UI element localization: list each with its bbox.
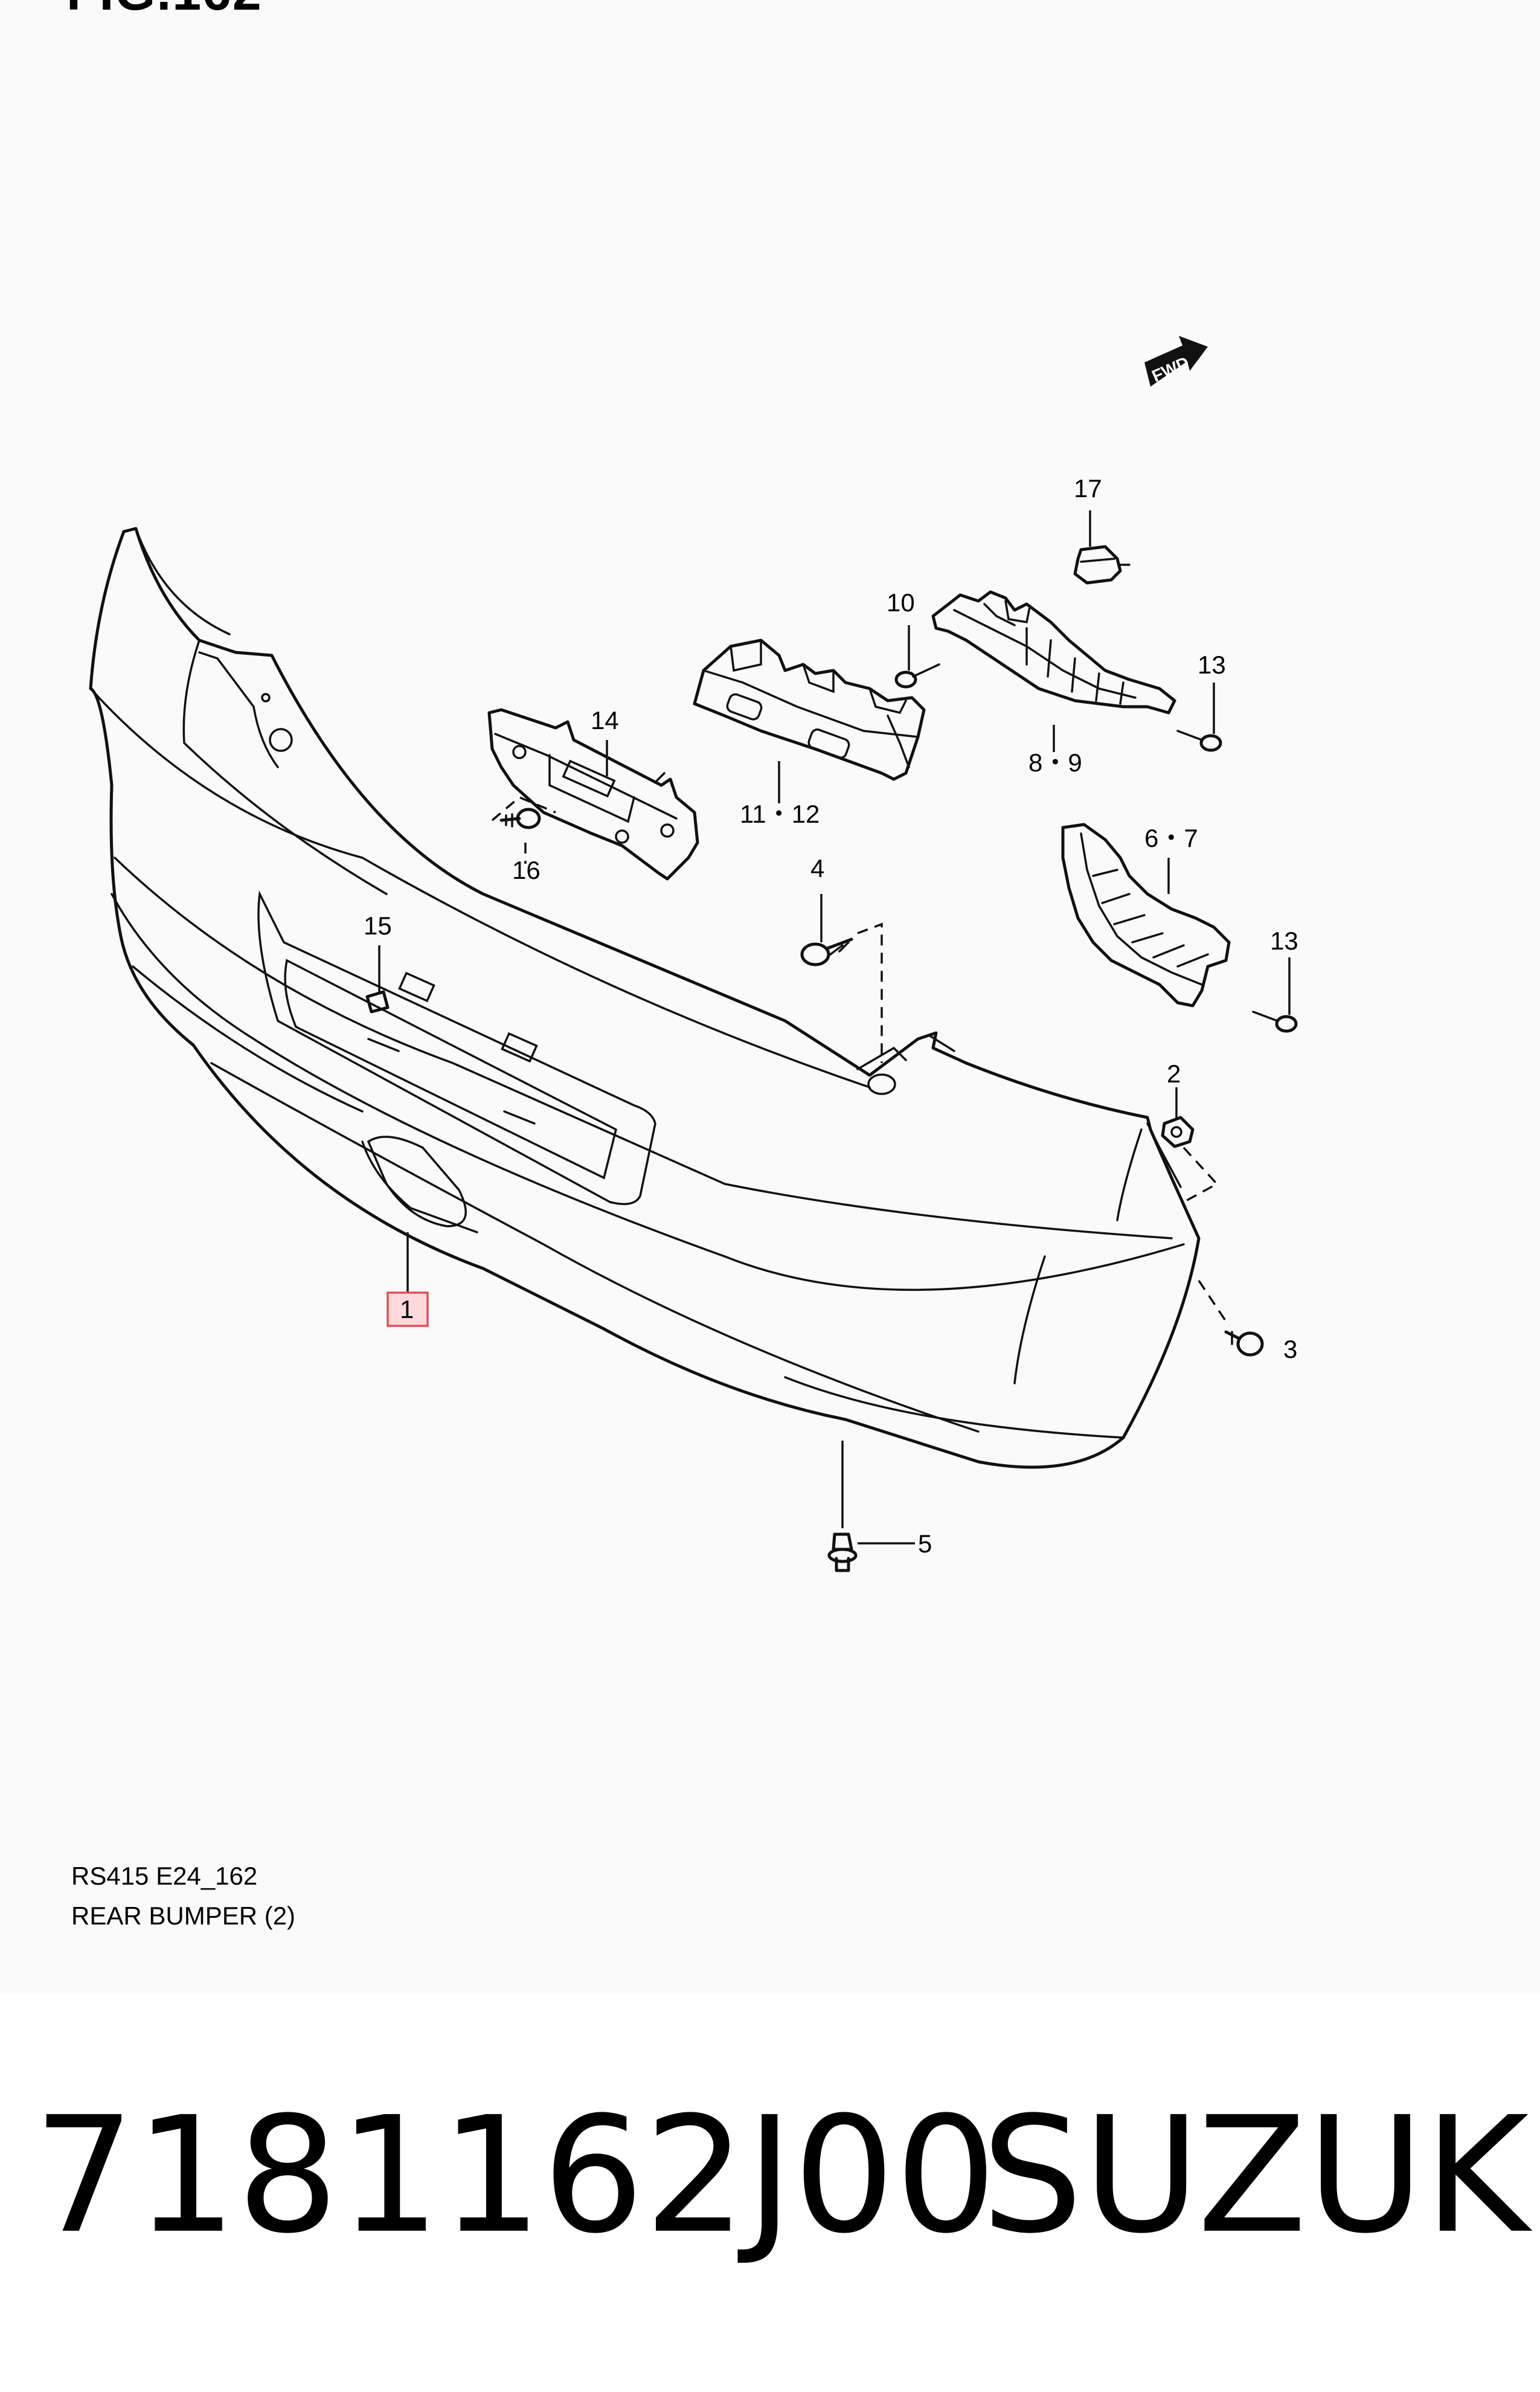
fwd-arrow-icon: FWD [1144, 336, 1208, 387]
brand-name: SUZUKI [981, 2083, 1540, 2269]
clip-5-icon [827, 1532, 858, 1572]
center-bumper-bracket [487, 708, 699, 881]
clip-15-icon [365, 990, 390, 1014]
bolt-4-icon [800, 937, 853, 966]
center-reinforcement [693, 638, 926, 781]
diagram-panel [0, 0, 1540, 1993]
callout-3[interactable]: 3 [1283, 1335, 1297, 1363]
callout-1[interactable]: 1 [400, 1295, 414, 1323]
clip-16-icon [499, 808, 541, 829]
callout-10[interactable]: 10 [887, 588, 915, 617]
screw-3-icon [1224, 1330, 1264, 1357]
callout-16[interactable]: 16 [512, 856, 541, 884]
callout-15[interactable]: 15 [364, 911, 392, 940]
side-bracket-lower [1061, 823, 1231, 1008]
screw-10-icon [894, 663, 940, 689]
retainer-clip [1073, 545, 1131, 585]
exploded-parts-diagram: FWD [89, 336, 1298, 1572]
part-number: 7181162J00 [33, 2083, 997, 2269]
callout-13-lower[interactable]: 13 [1270, 927, 1298, 955]
figure-code: RS415 E24_162 [71, 1862, 258, 1890]
nut-2-icon [1161, 1116, 1195, 1148]
side-bracket-upper [931, 590, 1176, 715]
callout-8-9[interactable]: 8・9 [1028, 748, 1082, 777]
screw-13-upper-icon [1176, 730, 1222, 752]
callout-4[interactable]: 4 [810, 854, 824, 883]
rear-bumper-cover [89, 527, 1201, 1469]
footer-banner [0, 1993, 1540, 2392]
callout-1-highlight-box[interactable] [387, 1291, 429, 1327]
callout-11-12[interactable]: 11・12 [740, 800, 820, 828]
callout-13-upper[interactable]: 13 [1198, 651, 1226, 679]
figure-name: REAR BUMPER (2) [71, 1902, 296, 1930]
figure-title: FIG.162 [66, 0, 263, 22]
callout-6-7[interactable]: 6・7 [1144, 824, 1198, 852]
callout-14[interactable]: 14 [591, 706, 619, 735]
callout-5[interactable]: 5 [918, 1529, 932, 1558]
callout-2[interactable]: 2 [1167, 1059, 1181, 1088]
callout-17[interactable]: 17 [1074, 474, 1102, 503]
screw-13-lower-icon [1252, 1011, 1298, 1033]
